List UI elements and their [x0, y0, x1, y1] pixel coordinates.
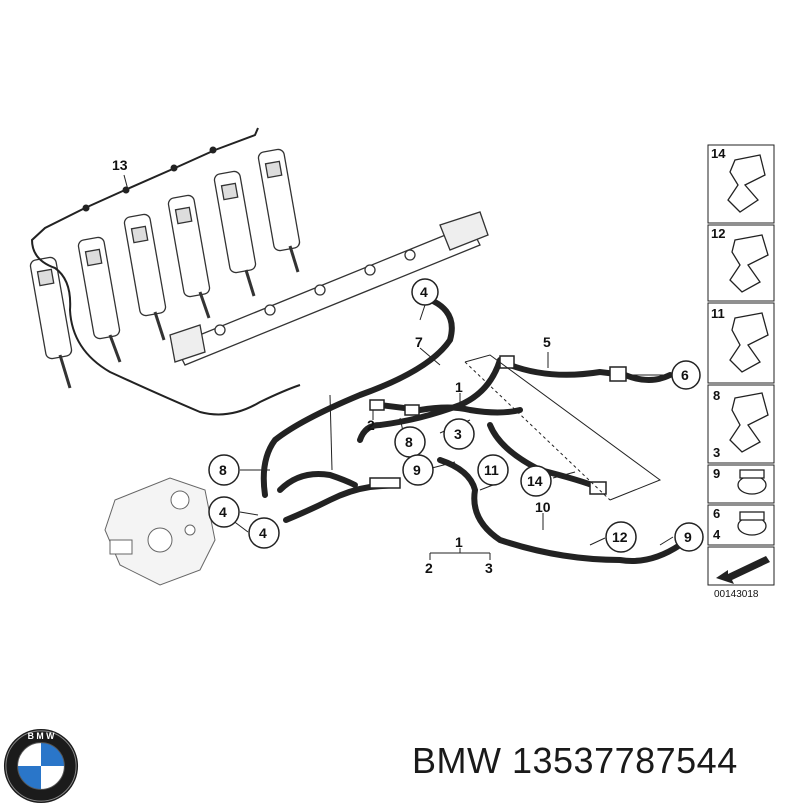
- injector-3: [123, 213, 167, 341]
- legend-1: 1: [455, 534, 463, 550]
- leak-off-line: [30, 127, 301, 416]
- panel-4: 4: [713, 527, 721, 542]
- arrow-icon: [716, 556, 770, 584]
- callout-9-right: 9: [684, 529, 692, 545]
- clip-side-panel: 14 12 11 8 3 9 6 4 00143018: [707, 144, 775, 600]
- svg-text:B M W: B M W: [28, 731, 56, 741]
- callout-13: 13: [112, 157, 128, 173]
- leader-lines: [123, 174, 674, 560]
- fuel-rail: [169, 211, 489, 366]
- footer-title: BMW 13537787544: [412, 740, 738, 781]
- panel-12: 12: [711, 226, 725, 241]
- panel-8: 8: [713, 388, 720, 403]
- callout-8-mid: 8: [405, 434, 413, 450]
- injector-1: [29, 256, 73, 389]
- callouts: 13 4 7 5 6 1 2 3 8 8 9 11 14 10 12 9 4 4…: [112, 157, 704, 576]
- callout-12: 12: [612, 529, 628, 545]
- parts-diagram: 13 4 7 5 6 1 2 3 8 8 9 11 14 10 12 9 4 4…: [29, 127, 775, 600]
- callout-9-mid: 9: [413, 462, 421, 478]
- panel-11: 11: [711, 306, 725, 321]
- callout-11: 11: [484, 462, 499, 478]
- fuel-lines: [260, 292, 683, 564]
- injectors: [29, 148, 301, 389]
- high-pressure-pump: [104, 477, 216, 586]
- callout-14: 14: [527, 473, 543, 489]
- panel-6: 6: [713, 506, 720, 521]
- injector-2: [77, 236, 122, 363]
- callout-10: 10: [535, 499, 551, 515]
- callout-8-left: 8: [219, 462, 227, 478]
- callout-1: 1: [455, 379, 463, 395]
- bmw-logo: B M W: [3, 728, 79, 804]
- callout-2: 2: [367, 417, 375, 433]
- callout-4-left: 4: [219, 504, 227, 520]
- callout-7: 7: [415, 334, 423, 350]
- clip-drawings: [727, 154, 769, 536]
- assembly-plane: [464, 354, 662, 501]
- drawing-number: 00143018: [714, 589, 759, 600]
- injector-6: [257, 148, 301, 273]
- panel-14: 14: [711, 146, 726, 161]
- callout-5: 5: [543, 334, 551, 350]
- panel-3: 3: [713, 445, 720, 460]
- injector-5: [213, 170, 257, 297]
- legend-3: 3: [485, 560, 493, 576]
- callout-4-top: 4: [420, 284, 428, 300]
- legend-2: 2: [425, 560, 433, 576]
- injector-4: [167, 194, 211, 319]
- callout-6: 6: [681, 367, 689, 383]
- panel-9: 9: [713, 466, 720, 481]
- callout-4-bottom: 4: [259, 525, 267, 541]
- callout-3: 3: [454, 426, 462, 442]
